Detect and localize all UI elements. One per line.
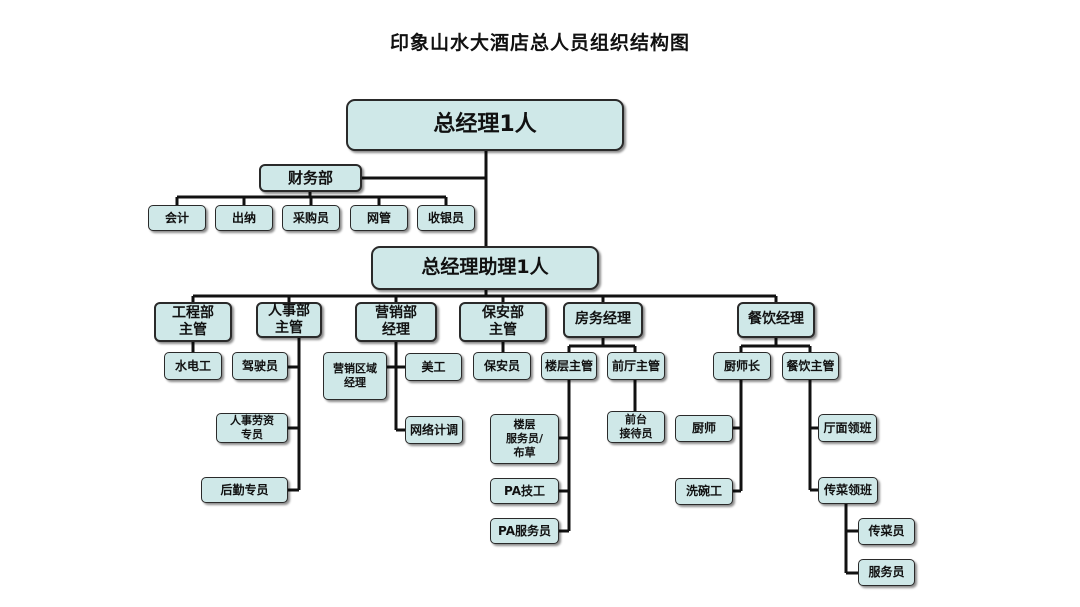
chef-box: 厨师 [675, 415, 733, 442]
marketing-manager-box: 营销部 经理 [355, 302, 437, 342]
hr-payroll-box: 人事劳资 专员 [216, 413, 288, 443]
runner-captain-box: 传菜领班 [818, 477, 878, 504]
cashier-box: 出纳 [215, 205, 273, 231]
security-head-box: 保安部 主管 [459, 302, 547, 342]
waiter-box: 服务员 [858, 559, 915, 586]
floor-head-box: 楼层主管 [541, 352, 597, 380]
rooms-manager-box: 房务经理 [563, 302, 643, 338]
pa-tech-box: PA技工 [490, 478, 559, 504]
dishwasher-box: 洗碗工 [675, 478, 733, 505]
dining-head-box: 餐饮主管 [782, 352, 839, 380]
gm-assistant-box: 总经理助理1人 [371, 246, 599, 290]
artist-box: 美工 [405, 353, 462, 381]
electrician-box: 水电工 [164, 352, 222, 380]
general-manager-box: 总经理1人 [346, 99, 624, 151]
hr-head-box: 人事部 主管 [256, 302, 322, 338]
head-chef-box: 厨师长 [713, 352, 771, 380]
hall-captain-box: 厅面领班 [818, 414, 877, 442]
front-desk-head-box: 前厅主管 [607, 352, 665, 380]
accountant-box: 会计 [148, 205, 206, 231]
fb-manager-box: 餐饮经理 [737, 302, 815, 338]
online-planner-box: 网络计调 [405, 416, 463, 444]
purchaser-box: 采购员 [282, 205, 340, 231]
regional-sales-box: 营销区域 经理 [323, 352, 387, 400]
runner-box: 传菜员 [858, 518, 915, 545]
finance-dept-box: 财务部 [259, 164, 362, 192]
driver-box: 驾驶员 [232, 352, 288, 380]
chart-title: 印象山水大酒店总人员组织结构图 [389, 32, 690, 54]
network-admin-box: 网管 [350, 205, 408, 231]
pa-attendant-box: PA服务员 [490, 518, 559, 544]
engineering-head-box: 工程部 主管 [154, 302, 232, 342]
floor-attendant-box: 楼层 服务员/ 布草 [490, 414, 559, 464]
guard-box: 保安员 [473, 352, 531, 380]
teller-box: 收银员 [417, 205, 475, 231]
logistics-box: 后勤专员 [201, 477, 288, 503]
receptionist-box: 前台 接待员 [607, 411, 665, 443]
